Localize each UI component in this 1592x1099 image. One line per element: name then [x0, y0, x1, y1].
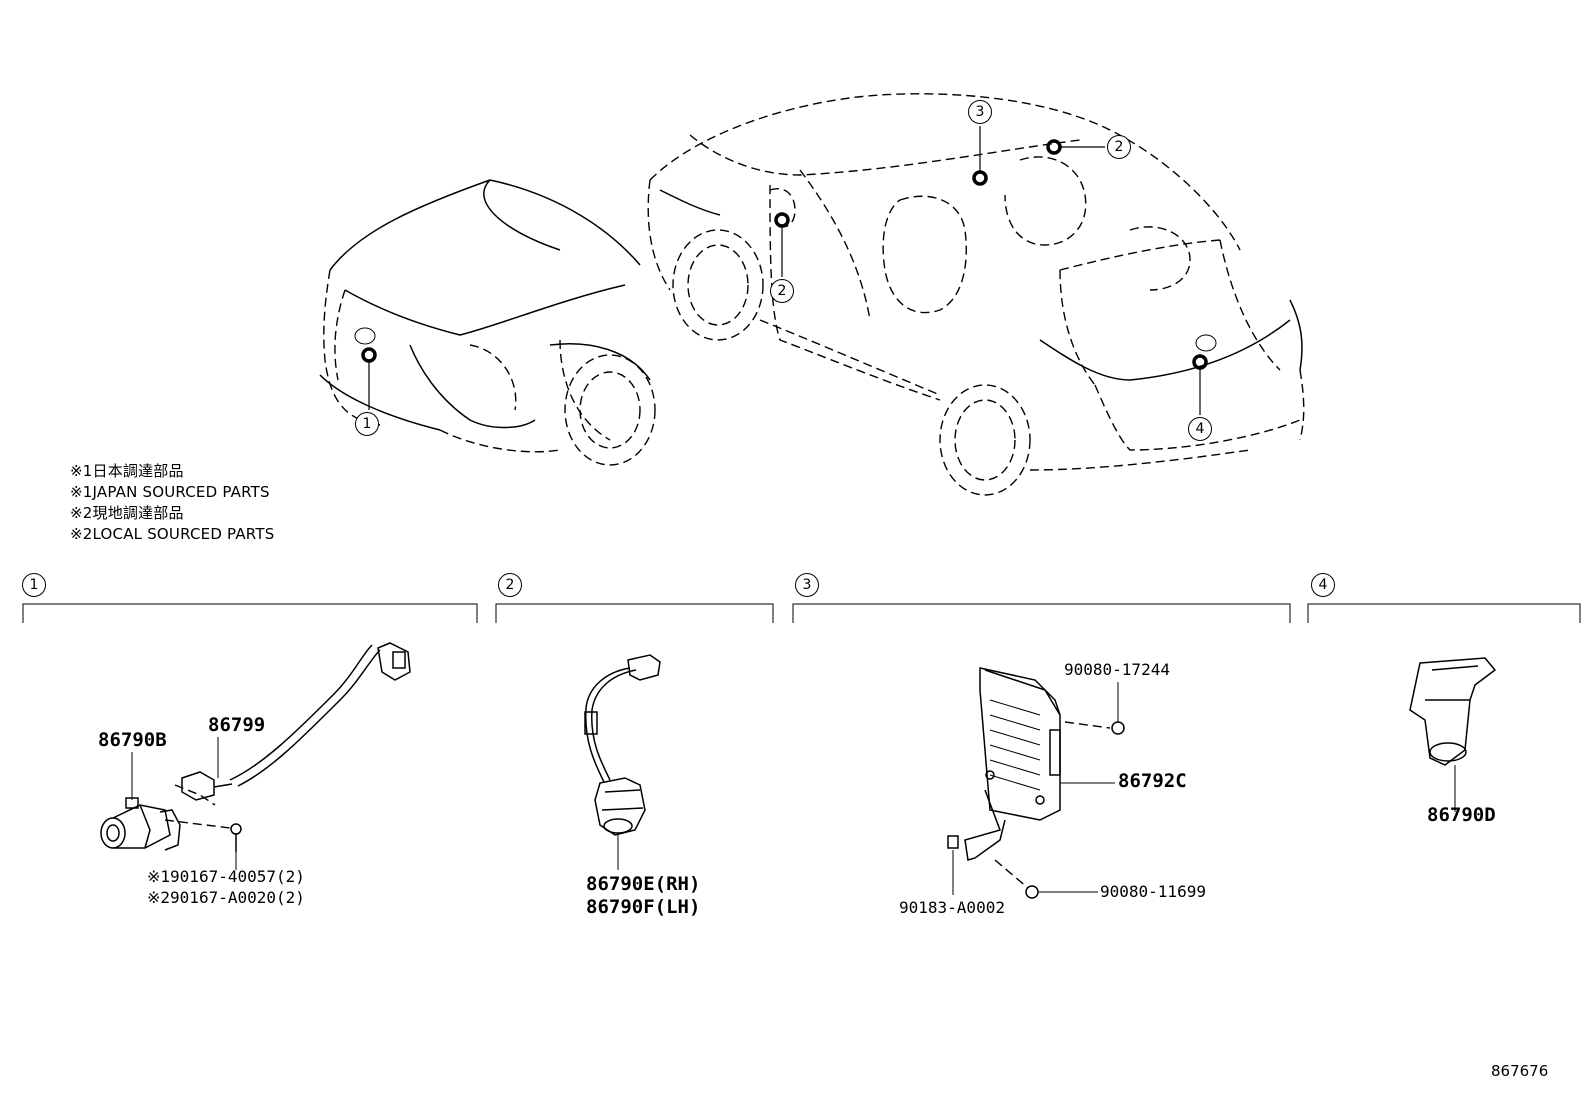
note-line-3: ※2現地調達部品 [70, 504, 184, 522]
marker-circle-1: 1 [355, 412, 379, 436]
marker-label: 4 [1195, 421, 1205, 437]
suv-vehicle-outline [647, 93, 1305, 496]
marker-circle-2-front: 2 [770, 279, 794, 303]
note-line-1: ※1日本調達部品 [70, 462, 184, 480]
part-screw-local[interactable]: ※290167-A0020(2) [147, 888, 305, 907]
part-screw-japan[interactable]: ※190167-40057(2) [147, 867, 305, 886]
note-line-2: ※1JAPAN SOURCED PARTS [70, 483, 270, 501]
marker-circle-2-rear: 2 [1107, 135, 1131, 159]
section-number-4: 4 [1311, 573, 1335, 597]
marker-label: 2 [1114, 139, 1124, 155]
part-86790D[interactable]: 86790D [1427, 804, 1496, 826]
part-90080-11699[interactable]: 90080-11699 [1100, 882, 1206, 901]
section-label: 4 [1318, 577, 1328, 593]
part-86790F-lh[interactable]: 86790F(LH) [586, 896, 701, 918]
front-vehicle-outline [319, 179, 656, 466]
part-86799[interactable]: 86799 [208, 714, 266, 736]
section2-parts [584, 654, 661, 870]
section-number-3: 3 [795, 573, 819, 597]
section-label: 3 [802, 577, 812, 593]
section4-parts [1409, 657, 1497, 812]
marker-label: 3 [975, 104, 985, 120]
section-number-1: 1 [22, 573, 46, 597]
section1-parts [100, 642, 411, 870]
part-86790B[interactable]: 86790B [98, 729, 167, 751]
section-brackets [22, 603, 1581, 623]
part-86792C[interactable]: 86792C [1118, 770, 1187, 792]
marker-label: 1 [362, 416, 372, 432]
part-86790E-rh[interactable]: 86790E(RH) [586, 873, 701, 895]
diagram-id: 867676 [1491, 1062, 1549, 1080]
marker-circle-4: 4 [1188, 417, 1212, 441]
marker-label: 2 [777, 283, 787, 299]
location-marker-links [361, 126, 1208, 415]
part-90183-A0002[interactable]: 90183-A0002 [899, 898, 1005, 917]
marker-circle-3: 3 [968, 100, 992, 124]
section-label: 2 [505, 577, 515, 593]
section-number-2: 2 [498, 573, 522, 597]
section3-parts [947, 667, 1125, 899]
part-90080-17244[interactable]: 90080-17244 [1064, 660, 1170, 679]
note-line-4: ※2LOCAL SOURCED PARTS [70, 525, 275, 543]
section-label: 1 [29, 577, 39, 593]
